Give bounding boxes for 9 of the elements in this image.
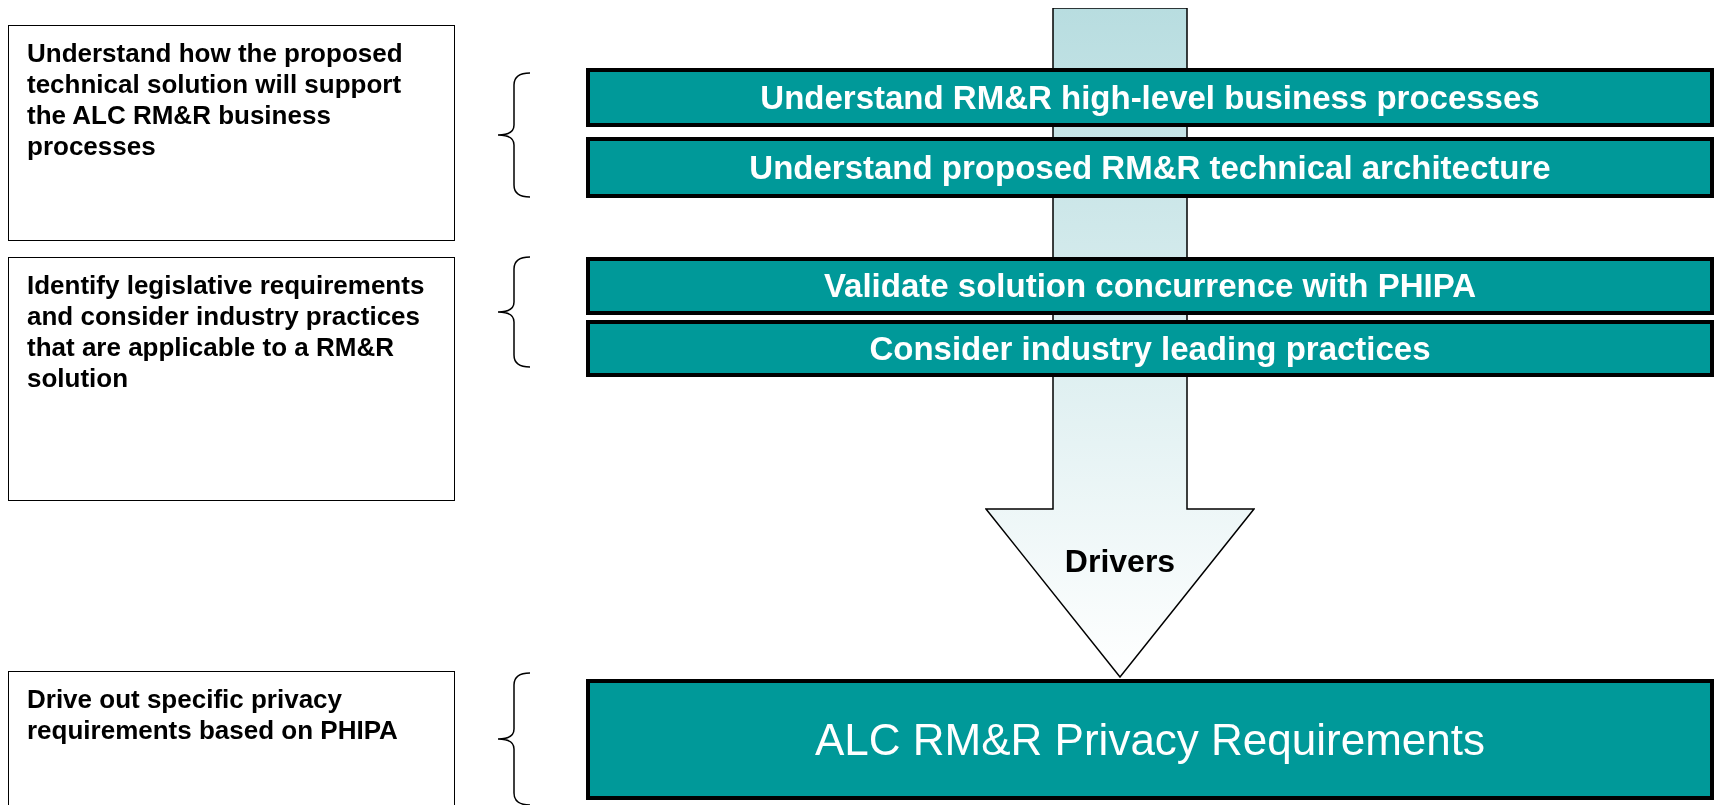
step-bar: Consider industry leading practices — [586, 320, 1714, 377]
arrow-label: Drivers — [1063, 543, 1177, 580]
step-bar: Understand RM&R high-level business processes — [586, 68, 1714, 127]
text-box: Identify legislative requirements and consider industry practices that are applicable to a RM&R solution — [8, 257, 455, 501]
step-bar: Validate solution concurrence with PHIPA — [586, 257, 1714, 315]
text-box: Drive out specific privacy requirements based on PHIPA — [8, 671, 455, 805]
text-box: Understand how the proposed technical solution will support the ALC RM&R business processes — [8, 25, 455, 241]
result-box: ALC RM&R Privacy Requirements — [586, 679, 1714, 800]
step-bar: Understand proposed RM&R technical architecture — [586, 137, 1714, 198]
